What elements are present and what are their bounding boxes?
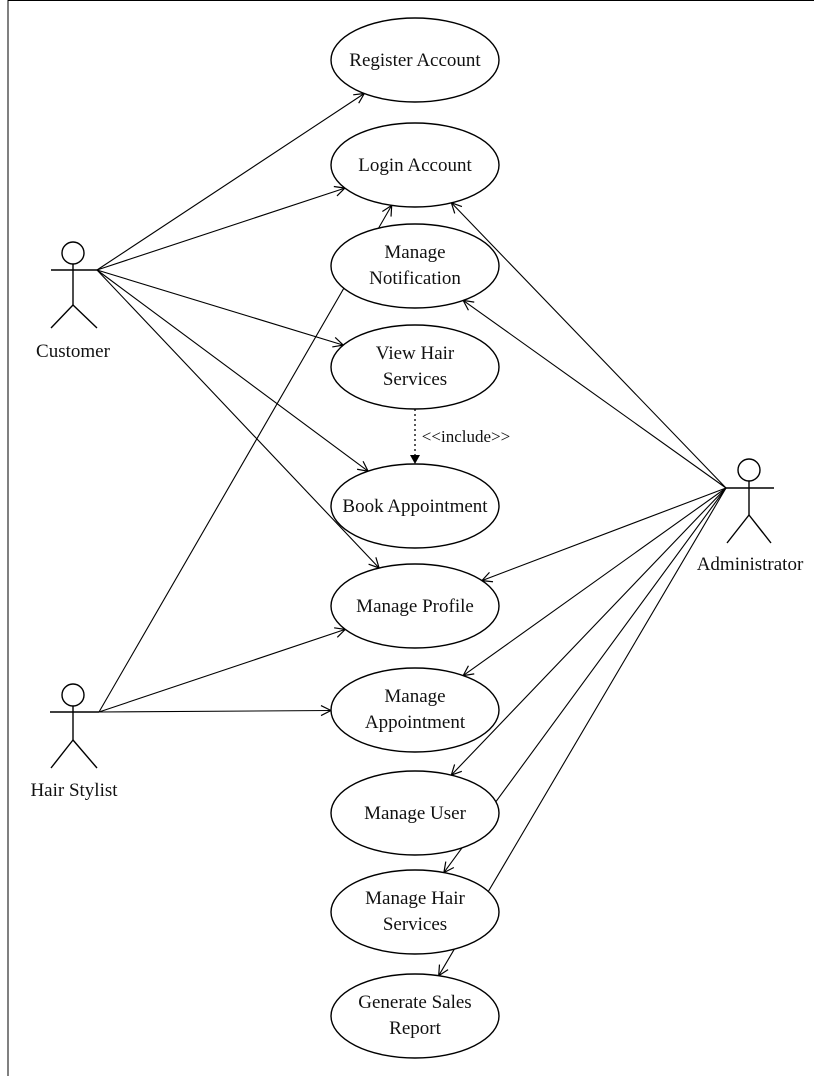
use-case-manage-user-label: Manage User [364,803,466,824]
use-case-manage-hair-services: Manage Hair Services [330,869,500,955]
use-case-login-account: Login Account [330,122,500,208]
include-stereotype-label: <<include>> [422,427,510,446]
use-case-manage-appointment-shape [330,667,500,753]
actor-hair-stylist-label: Hair Stylist [30,780,118,801]
actor-customer-label: Customer [36,341,111,362]
use-case-manage-notification-label-line-1: Manage [384,242,445,263]
association-administrator-manage-appointment [463,487,727,676]
actor-administrator-label: Administrator [697,554,804,575]
include-relations: <<include>> [410,409,510,464]
use-case-view-hair-services-label-line-1: View Hair [376,343,455,364]
use-case-manage-hair-services-shape [330,869,500,955]
association-customer-book-appointment [96,269,368,471]
stick-figure-icon [726,458,774,544]
use-case-book-appointment-label: Book Appointment [342,496,488,517]
use-case-manage-profile: Manage Profile [330,563,500,649]
actor-hair-stylist: Hair Stylist [30,683,118,801]
association-administrator-manage-user [451,487,727,775]
use-case-book-appointment: Book Appointment [330,463,500,549]
association-hair-stylist-manage-appointment [98,711,331,713]
actors: Customer Hair Stylist Administrator [30,241,804,801]
use-case-login-account-shape [330,122,500,208]
use-case-book-appointment-shape [330,463,500,549]
use-case-manage-appointment-label-line-2: Appointment [365,712,466,733]
use-case-register-account: Register Account [330,17,500,103]
use-case-view-hair-services-shape [330,324,500,410]
use-case-manage-profile-label: Manage Profile [356,596,474,617]
use-case-generate-sales-report: Generate Sales Report [330,973,500,1059]
stick-figure-icon [50,683,99,769]
use-case-view-hair-services-label-line-2: Services [383,369,447,390]
use-case-manage-hair-services-label-line-2: Services [383,914,447,935]
actor-customer: Customer [36,241,111,362]
use-case-login-account-label: Login Account [358,155,472,176]
association-administrator-login-account [451,203,727,489]
use-case-register-account-label: Register Account [349,50,481,71]
use-case-manage-profile-shape [330,563,500,649]
use-case-manage-appointment-label-line-1: Manage [384,686,445,707]
use-case-manage-appointment: Manage Appointment [330,667,500,753]
actor-administrator: Administrator [697,458,804,575]
use-case-manage-hair-services-label-line-1: Manage Hair [365,888,465,909]
association-hair-stylist-manage-profile [98,629,345,713]
association-administrator-manage-profile [482,487,727,581]
use-case-view-hair-services: View Hair Services [330,324,500,410]
stick-figure-icon [50,241,98,329]
association-customer-login-account [96,188,345,271]
use-case-manage-user: Manage User [330,770,500,856]
use-case-generate-sales-report-label-line-2: Report [389,1018,441,1039]
association-customer-view-hair-services [96,269,343,345]
use-case-generate-sales-report-shape [330,973,500,1059]
use-case-manage-notification: Manage Notification [330,223,500,309]
use-cases: Register Account Login Account Manage No… [330,17,500,1059]
association-hair-stylist-login-account [98,205,392,713]
association-customer-register-account [96,94,364,271]
use-case-manage-notification-shape [330,223,500,309]
associations [96,94,727,976]
use-case-manage-user-shape [330,770,500,856]
association-administrator-manage-notification [463,300,727,489]
use-case-register-account-shape [330,17,500,103]
use-case-generate-sales-report-label-line-1: Generate Sales [358,992,471,1013]
association-customer-manage-profile [96,269,379,568]
use-case-manage-notification-label-line-2: Notification [369,268,461,289]
